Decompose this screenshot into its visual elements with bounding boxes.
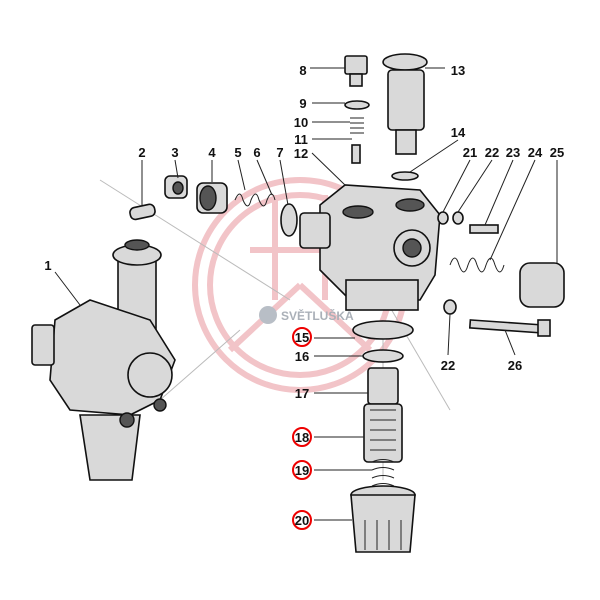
leader-lines	[54, 67, 558, 521]
label-11: 11	[294, 132, 308, 147]
label-13: 13	[451, 63, 465, 78]
watermark-text: SVĚTLUŠKA	[281, 308, 354, 323]
label-3: 3	[171, 145, 178, 160]
label-1: 1	[44, 258, 51, 273]
label-22-top: 22	[485, 145, 499, 160]
highlight-ring-18	[292, 427, 312, 447]
label-14: 14	[451, 125, 466, 140]
label-25: 25	[550, 145, 564, 160]
label-17: 17	[295, 386, 309, 401]
label-18: 18	[295, 430, 309, 445]
label-19: 19	[295, 463, 309, 478]
highlight-ring-19	[292, 460, 312, 480]
label-15: 15	[295, 330, 309, 345]
highlight-ring-15	[292, 327, 312, 347]
label-9: 9	[299, 96, 306, 111]
label-21: 21	[463, 145, 477, 160]
label-24: 24	[528, 145, 543, 160]
label-7: 7	[276, 145, 283, 160]
label-20: 20	[295, 513, 309, 528]
label-12: 12	[294, 146, 308, 161]
highlight-ring-20	[292, 510, 312, 530]
exploded-parts	[129, 53, 565, 553]
label-5: 5	[234, 145, 241, 160]
label-6: 6	[253, 145, 260, 160]
label-22-bottom: 22	[441, 358, 455, 373]
label-26: 26	[508, 358, 522, 373]
part-labels: 1 2 3 4 5 6 7 8 9 10 11 12 13 14 15 16 1…	[44, 63, 564, 530]
label-2: 2	[138, 145, 145, 160]
label-16: 16	[295, 349, 309, 364]
label-23: 23	[506, 145, 520, 160]
label-8: 8	[299, 63, 306, 78]
assembled-pump	[31, 239, 176, 481]
label-10: 10	[294, 115, 308, 130]
label-4: 4	[208, 145, 216, 160]
